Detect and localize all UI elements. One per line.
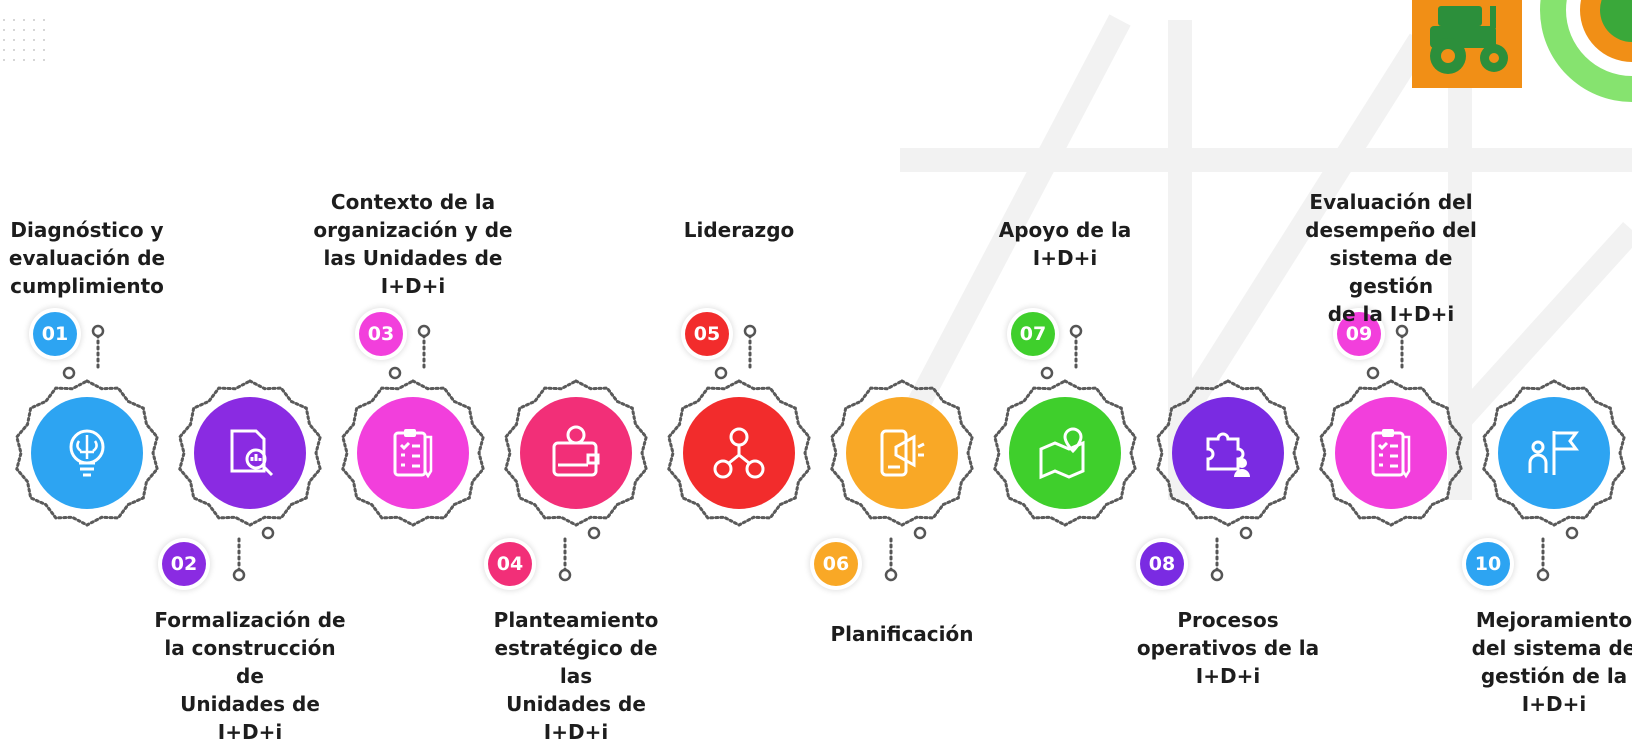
person-flag-icon: [1528, 431, 1579, 475]
document-search-icon: [230, 429, 274, 477]
step-07-disc: [1009, 397, 1121, 509]
step-badge-ring: [1319, 379, 1463, 527]
connector-node: [743, 324, 757, 338]
step-badge-ring: [504, 379, 648, 527]
connector-node: [388, 366, 402, 380]
connector-node: [714, 366, 728, 380]
step-03-disc: [357, 397, 469, 509]
connector-node: [1536, 568, 1550, 582]
dot-pattern: [3, 19, 45, 61]
connector-node: [261, 526, 275, 540]
connector-node: [884, 568, 898, 582]
step-number: 04: [488, 542, 532, 586]
background-decor: [3, 0, 1632, 582]
connector-node: [1069, 324, 1083, 338]
background-lines: [899, 14, 1632, 500]
step-label: Formalización de la construcción de Unid…: [154, 608, 346, 744]
step-number: 01: [33, 312, 77, 356]
puzzle-person-icon: [1206, 432, 1250, 477]
step-number: 10: [1466, 542, 1510, 586]
step-label: Apoyo de la I+D+i: [998, 218, 1132, 270]
clipboard-checklist-icon: [393, 429, 433, 479]
connector-node: [558, 568, 572, 582]
step-badge-ring: [1156, 379, 1300, 527]
step-number: 02: [162, 542, 206, 586]
connector-node: [1239, 526, 1253, 540]
connector-node: [91, 324, 105, 338]
step-number: 08: [1140, 542, 1184, 586]
step-06-disc: [846, 397, 958, 509]
step-badge-ring: [178, 379, 322, 527]
connector-node: [1040, 366, 1054, 380]
step-number: 07: [1011, 312, 1055, 356]
step-01-disc: [31, 397, 143, 509]
step-05-disc: [683, 397, 795, 509]
step-badge-ring: [667, 379, 811, 527]
step-label: Mejoramiento del sistema de gestión de l…: [1471, 608, 1632, 716]
map-pin-icon: [1039, 427, 1085, 480]
logo: [1412, 0, 1632, 102]
step-label: Planteamiento estratégico de las Unidade…: [493, 608, 659, 744]
connector-node: [232, 568, 246, 582]
step-label: Evaluación del desempeño del sistema de …: [1305, 190, 1477, 326]
connector-node: [417, 324, 431, 338]
step-number: 06: [814, 542, 858, 586]
step-02-disc: [194, 397, 306, 509]
connector-node: [913, 526, 927, 540]
step-04-disc: [520, 397, 632, 509]
step-number: 03: [359, 312, 403, 356]
tractor-icon: [1430, 6, 1508, 74]
connector-node: [587, 526, 601, 540]
step-badge-ring: [15, 379, 159, 527]
connector-node: [1210, 568, 1224, 582]
step-badge-ring: [1482, 379, 1626, 527]
mobile-megaphone-icon: [880, 429, 925, 477]
step-09-disc: [1335, 397, 1447, 509]
step-label: Diagnóstico y evaluación de cumplimiento: [8, 218, 166, 298]
connector-node: [1366, 366, 1380, 380]
wallet-money-icon: [552, 425, 600, 477]
clipboard-checklist-icon: [1371, 429, 1411, 479]
step-badge-ring: [341, 379, 485, 527]
brain-bulb-icon: [69, 429, 105, 477]
step-label: Planificación: [830, 622, 974, 646]
team-network-icon: [713, 427, 765, 479]
step-10-disc: [1498, 397, 1610, 509]
step-number: 09: [1337, 312, 1381, 356]
step-badge-ring: [830, 379, 974, 527]
step-label: Contexto de la organización y de las Uni…: [313, 190, 513, 298]
connector-node: [1565, 526, 1579, 540]
connector-node: [62, 366, 76, 380]
step-badge-ring: [993, 379, 1137, 527]
step-label: Procesos operativos de la I+D+i: [1136, 608, 1320, 688]
step-label: Liderazgo: [683, 218, 795, 242]
step-number: 05: [685, 312, 729, 356]
step-08-disc: [1172, 397, 1284, 509]
connector-node: [1395, 324, 1409, 338]
